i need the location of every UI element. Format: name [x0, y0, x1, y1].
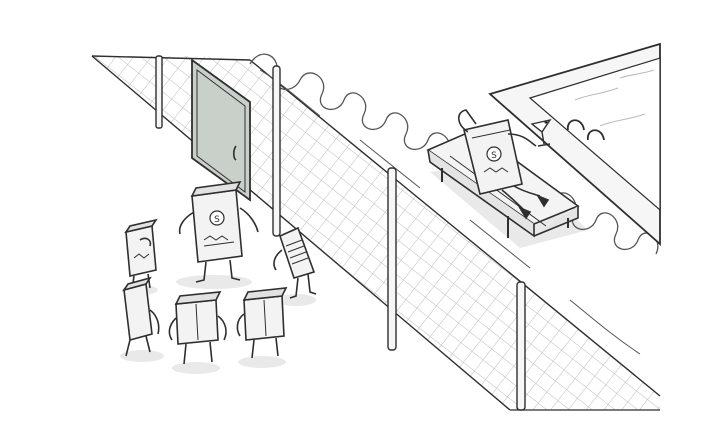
emblem-icon: [486, 146, 502, 162]
pool-ladder-icon: [567, 119, 605, 141]
leader-document-character: S: [178, 181, 259, 283]
martini-glass-icon: [530, 118, 552, 147]
document-character: [236, 287, 288, 359]
emblem-letter: S: [491, 151, 497, 161]
emblem-icon: [209, 210, 225, 226]
emblem-letter: S: [214, 215, 220, 225]
document-character: [273, 226, 317, 299]
document-character: [124, 218, 158, 291]
fence-post: [155, 55, 163, 129]
document-character: [168, 291, 227, 365]
swimming-pool: [488, 42, 661, 246]
fence-door: [191, 58, 251, 202]
relaxing-document-character: S: [457, 109, 552, 220]
fence-post: [387, 167, 397, 351]
fence-post: [272, 65, 281, 237]
document-character: [122, 276, 160, 357]
fence-posts: [155, 55, 526, 411]
fence-post: [516, 281, 526, 411]
